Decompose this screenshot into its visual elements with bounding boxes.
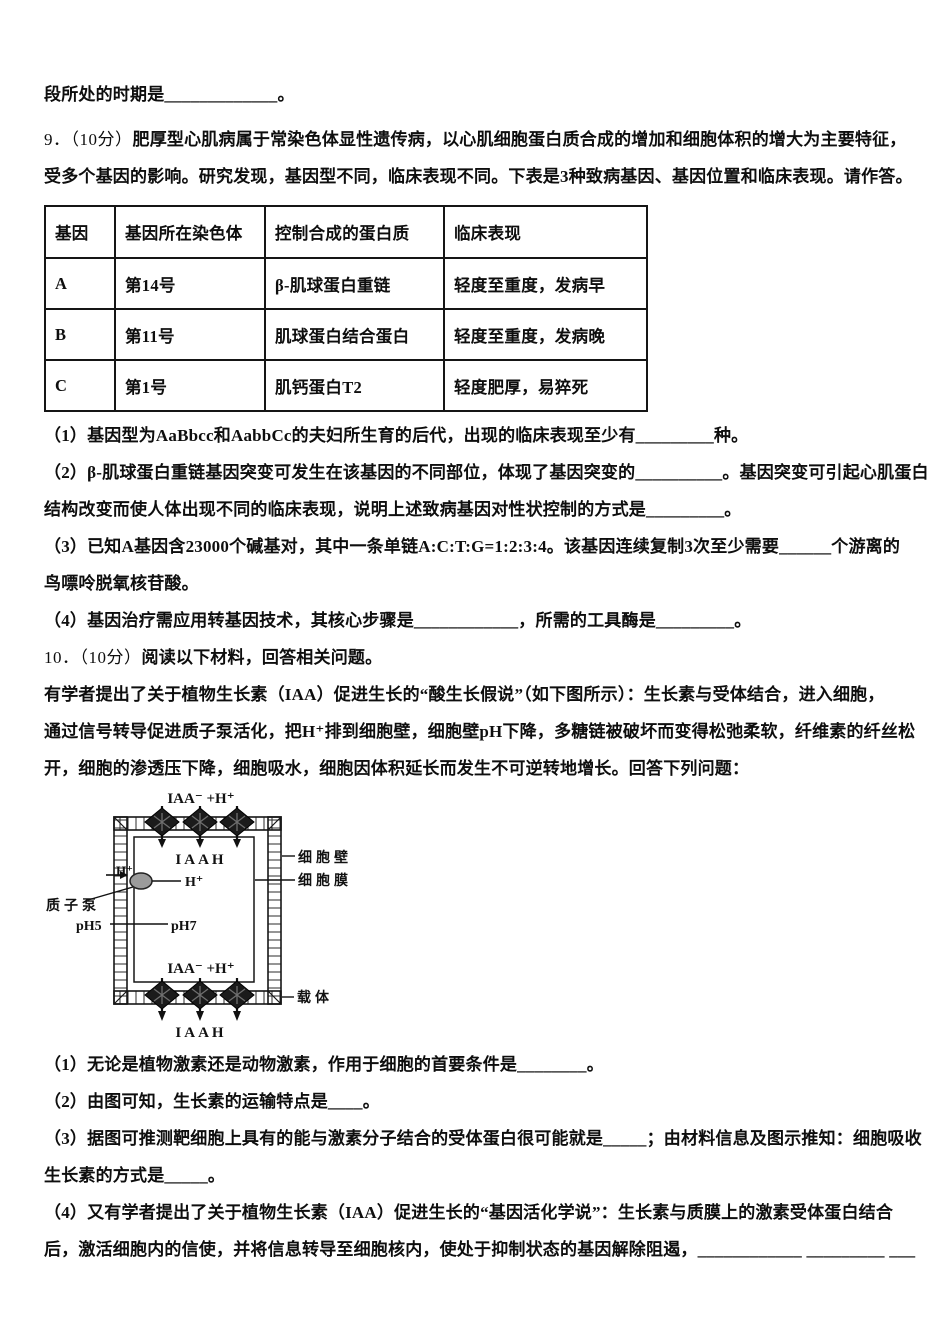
question-9-part2-line1: （2）β-肌球蛋白重链基因突变可发生在该基因的不同部位，体现了基因突变的____… [44, 463, 929, 482]
table-row: B 第11号 肌球蛋白结合蛋白 轻度至重度，发病晚 [44, 308, 648, 361]
cell-chrom-b: 第11号 [114, 308, 266, 361]
question-10-part4-line2: 后，激活细胞内的信使，并将信息转导至细胞核内，使处于抑制状态的基因解除阻遏，__… [44, 1240, 916, 1259]
question-10-intro-line3: 开，细胞的渗透压下降，细胞吸水，细胞因体积延长而发生不可逆转地增长。回答下列问题… [44, 759, 750, 778]
question-10-part1: （1）无论是植物激素还是动物激素，作用于细胞的首要条件是________。 [44, 1055, 604, 1074]
header-protein: 控制合成的蛋白质 [264, 205, 445, 259]
cell-clinical-a: 轻度至重度，发病早 [443, 257, 648, 310]
carrier-label: 载体 [297, 989, 333, 1006]
question-9-stem-line1: 9．（10分）肥厚型心肌病属于常染色体显性遗传病，以心肌细胞蛋白质合成的增加和细… [44, 130, 907, 149]
cell-clinical-c: 轻度肥厚，易猝死 [443, 359, 648, 412]
question-10-stem: 10．（10分）阅读以下材料，回答相关问题。 [44, 648, 383, 667]
header-gene: 基因 [44, 205, 116, 259]
h-from-pump-label: H⁺ [185, 875, 203, 890]
question-10-intro-line1: 有学者提出了关于植物生长素（IAA）促进生长的“酸生长假说”（如下图所示）：生长… [44, 685, 885, 704]
question-9-part3-line2: 鸟嘌呤脱氧核苷酸。 [44, 574, 199, 593]
iaah-top-label: IAAH [175, 852, 226, 868]
cell-diagram-svg: IAA⁻ +H⁺ IAAH H⁺ [46, 792, 352, 1040]
question-10-part2: （2）由图可知，生长素的运输特点是____。 [44, 1092, 380, 1111]
question-10-intro-line2: 通过信号转导促进质子泵活化，把H⁺排到细胞壁，细胞壁pH下降，多糖链被破坏而变得… [44, 722, 916, 741]
iaa-top-label: IAA⁻ +H⁺ [167, 792, 234, 807]
table-row: C 第1号 肌钙蛋白T2 轻度肥厚，易猝死 [44, 359, 648, 412]
gene-table: 基因 基因所在染色体 控制合成的蛋白质 临床表现 A 第14号 β-肌球蛋白重链… [44, 205, 648, 412]
question-9-part2-line2: 结构改变而使人体出现不同的临床表现，说明上述致病基因对性状控制的方式是_____… [44, 500, 742, 519]
cell-membrane-label: 细胞膜 [298, 872, 352, 889]
question-9-stem-line2: 受多个基因的影响。研究发现，基因型不同，临床表现不同。下表是3种致病基因、基因位… [44, 167, 913, 186]
cell-protein-b: 肌球蛋白结合蛋白 [264, 308, 445, 361]
proton-pump-label: 质子泵 [46, 897, 100, 914]
cell-gene-b: B [44, 308, 116, 361]
header-clinical: 临床表现 [443, 205, 648, 259]
question-10-number: 10．（10分） [44, 648, 142, 667]
previous-question-tail: 段所处的时期是_____________。 [44, 85, 295, 104]
question-10-part4-line1: （4）又有学者提出了关于植物生长素（IAA）促进生长的“基因活化学说”：生长素与… [44, 1203, 894, 1222]
ph-outside-label: pH5 [76, 919, 102, 934]
cell-gene-a: A [44, 257, 116, 310]
cell-protein-c: 肌钙蛋白T2 [264, 359, 445, 412]
iaa-bottom-label: IAA⁻ +H⁺ [167, 961, 234, 977]
cell-clinical-b: 轻度至重度，发病晚 [443, 308, 648, 361]
question-10-part3-line1: （3）据图可推测靶细胞上具有的能与激素分子结合的受体蛋白很可能就是_____；由… [44, 1129, 922, 1148]
question-9-part4: （4）基因治疗需应用转基因技术，其核心步骤是____________，所需的工具… [44, 611, 752, 630]
cell-wall-label: 细胞壁 [298, 849, 352, 866]
acid-growth-diagram: IAA⁻ +H⁺ IAAH H⁺ [44, 792, 914, 1040]
question-9-part3-line1: （3）已知A基因含23000个碱基对，其中一条单链A:C:T:G=1:2:3:4… [44, 537, 901, 556]
cell-membrane-line [133, 836, 255, 983]
cell-chrom-c: 第1号 [114, 359, 266, 412]
gene-table-header-row: 基因 基因所在染色体 控制合成的蛋白质 临床表现 [44, 205, 648, 259]
table-row: A 第14号 β-肌球蛋白重链 轻度至重度，发病早 [44, 257, 648, 310]
cell-protein-a: β-肌球蛋白重链 [264, 257, 445, 310]
question-10-part3-line2: 生长素的方式是_____。 [44, 1166, 226, 1185]
question-9-part1: （1）基因型为AaBbcc和AabbCc的夫妇所生育的后代，出现的临床表现至少有… [44, 426, 749, 445]
ph-inside-label: pH7 [171, 919, 197, 934]
cell-chrom-a: 第14号 [114, 257, 266, 310]
question-9-number: 9．（10分） [44, 130, 133, 149]
cell-gene-c: C [44, 359, 116, 412]
iaah-bottom-label: IAAH [175, 1025, 226, 1040]
pump-label-leader [87, 886, 134, 901]
bottom-carrier-icons [144, 978, 255, 1021]
header-chromosome: 基因所在染色体 [114, 205, 266, 259]
top-carrier-icons [144, 806, 255, 848]
